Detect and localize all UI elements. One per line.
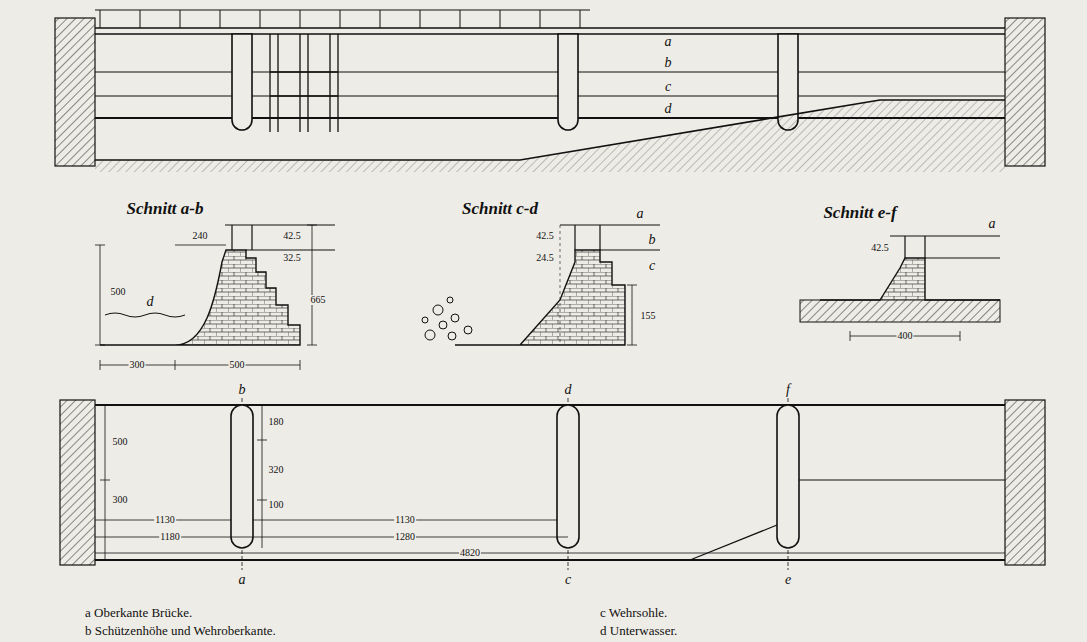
foundation	[800, 300, 1000, 322]
section-title: Schnitt e-f	[822, 204, 897, 221]
left-wall-plan	[60, 400, 95, 565]
dimension-number: 300	[112, 495, 129, 505]
dimension-number: 300	[129, 360, 146, 370]
reference-letter: c	[664, 80, 672, 94]
section-title: Schnitt c-d	[461, 200, 539, 217]
reference-letter: a	[238, 573, 247, 587]
dimension-number: 500	[110, 287, 127, 297]
dimension-number: 42.5	[535, 231, 555, 241]
reference-letter: b	[238, 383, 247, 397]
dimension-number: 1130	[154, 515, 176, 525]
dimension-number: 24.5	[535, 253, 555, 263]
dimension-line	[627, 285, 637, 345]
reference-letter: e	[784, 573, 792, 587]
legend-entry: d Unterwasser.	[600, 624, 677, 637]
pier-plan	[777, 405, 799, 548]
reference-letter: a	[664, 35, 673, 49]
reference-letter: d	[146, 295, 155, 309]
pier	[558, 34, 578, 130]
upper-water	[600, 249, 660, 250]
dimension-number: 500	[229, 360, 246, 370]
weir-profile	[455, 250, 625, 345]
dimension-number: 100	[268, 500, 285, 510]
section-title: Schnitt a-b	[126, 200, 205, 217]
reference-letter: f	[785, 383, 791, 397]
legend-entry: c Wehrsohle.	[600, 606, 667, 619]
dimension-line	[560, 225, 561, 345]
dimension-number: 42.5	[282, 231, 302, 241]
reference-letter: a	[636, 207, 645, 221]
reference-letter: d	[564, 383, 573, 397]
bridge-section	[890, 236, 1000, 258]
dimension-line	[95, 245, 105, 345]
lower-water	[105, 313, 185, 317]
sluice-gates	[270, 34, 338, 132]
weir-line-plan	[690, 480, 1005, 560]
dimension-number: 1280	[394, 532, 416, 542]
right-wall-plan	[1005, 400, 1045, 565]
section-line	[242, 398, 788, 570]
right-abutment	[1005, 18, 1045, 166]
rubble	[422, 297, 472, 340]
pier	[232, 34, 252, 130]
dimension-number: 4820	[459, 548, 481, 558]
bridge-section	[560, 225, 660, 250]
ground-hatch	[95, 100, 1005, 172]
upper-water	[925, 257, 1000, 258]
reference-letter: c	[648, 259, 656, 273]
dimension-number: 240	[192, 231, 209, 241]
bridge-deck	[95, 28, 1005, 34]
dimension-line	[100, 360, 300, 370]
reference-letter: d	[664, 102, 673, 116]
dimension-line	[257, 405, 267, 548]
legend-entry: b Schützenhöhe und Wehroberkante.	[85, 624, 276, 637]
dimension-number: 32.5	[282, 253, 302, 263]
legend-entry: a Oberkante Brücke.	[85, 606, 192, 619]
left-abutment	[55, 18, 95, 166]
dimension-number: 155	[640, 311, 657, 321]
reference-letter: a	[988, 217, 997, 231]
bridge-railing	[95, 10, 590, 28]
channel-edge	[95, 405, 1005, 560]
pier-plan	[557, 405, 579, 548]
dimension-number: 1130	[394, 515, 416, 525]
pier-plan	[231, 405, 253, 548]
dimension-line	[175, 245, 226, 246]
dimension-number: 180	[268, 417, 285, 427]
weir-profile	[100, 250, 300, 345]
bridge-section	[225, 225, 335, 250]
dimension-line	[850, 331, 960, 341]
reference-letter: b	[664, 56, 673, 70]
dimension-line	[307, 225, 317, 345]
dimension-line	[95, 520, 1005, 553]
reference-letter: c	[564, 573, 572, 587]
reference-letter: b	[648, 233, 657, 247]
dimension-number: 42.5	[870, 243, 890, 253]
dimension-number: 665	[310, 295, 327, 305]
dimension-number: 500	[112, 437, 129, 447]
dimension-number: 1180	[159, 532, 181, 542]
dimension-number: 400	[897, 331, 914, 341]
dimension-number: 320	[268, 465, 285, 475]
weir-profile	[820, 258, 1000, 300]
upper-water	[246, 249, 335, 250]
